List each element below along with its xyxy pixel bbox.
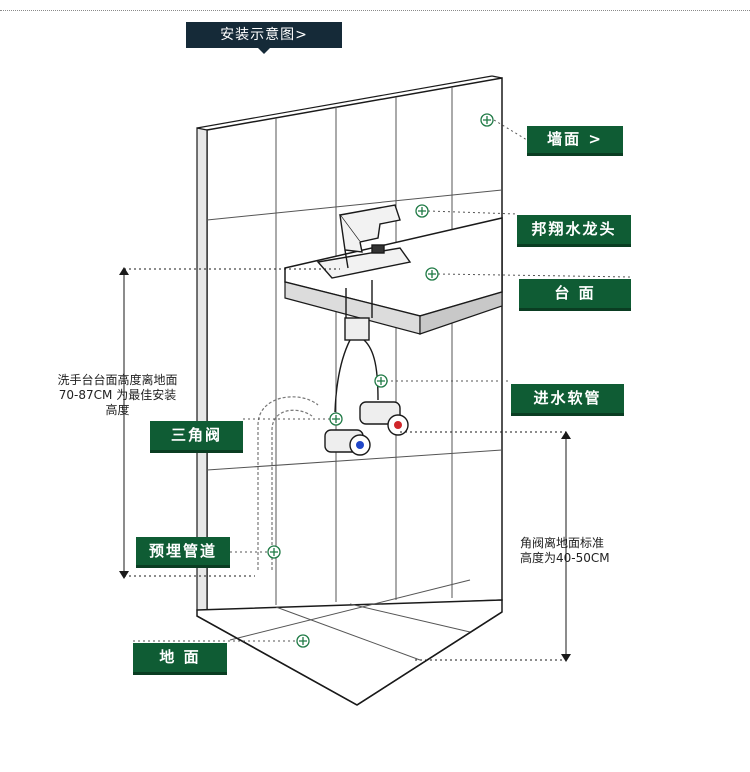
inlet-hoses [334,280,379,413]
cold-water-dot [356,441,364,449]
marker-countertop [425,267,439,281]
marker-inlet-hose [374,374,388,388]
top-dotted-rule [0,10,750,11]
counter-height-note-line3: 高度 [105,403,130,417]
section-title: 安装示意图> [186,22,342,48]
floor-tile-seams [229,579,471,661]
label-angle-valve: 三角阀 [150,421,243,453]
counter-height-note: 洗手台台面高度离地面 70-87CM 为最佳安装 高度 [40,373,195,418]
faucet-drawing [316,204,412,279]
valve-height-note-line2: 高度为40-50CM [520,551,610,565]
label-wall: 墙面 > [527,126,623,156]
valve-height-note: 角阀离地面标准 高度为40-50CM [520,536,640,566]
valve-height-note-line1: 角阀离地面标准 [520,536,605,550]
label-faucet: 邦翔水龙头 [517,215,631,247]
marker-angle-valve [329,412,343,426]
counter-height-note-line2: 70-87CM 为最佳安装 [58,388,177,402]
floor [196,599,503,706]
wall-top-edge [196,75,493,129]
counter-height-note-line1: 洗手台台面高度离地面 [57,373,178,387]
marker-faucet [415,204,429,218]
valve-height-dimension [400,431,567,661]
section-title-pointer [258,48,270,54]
countertop-side-edge [419,291,503,335]
label-countertop: 台 面 [519,279,631,311]
hot-water-dot [394,421,402,429]
marker-floor [296,634,310,648]
marker-embedded-pipe [267,545,281,559]
embedded-pipe [257,396,319,570]
label-inlet-hose: 进水软管 [511,384,624,416]
wall [206,77,503,613]
counter-height-dimension [123,268,340,577]
label-embedded-pipe: 预埋管道 [136,537,230,568]
label-floor: 地 面 [133,643,227,675]
wall-tile-seams [206,87,503,605]
marker-wall [480,113,494,127]
leader-lines [133,119,633,642]
